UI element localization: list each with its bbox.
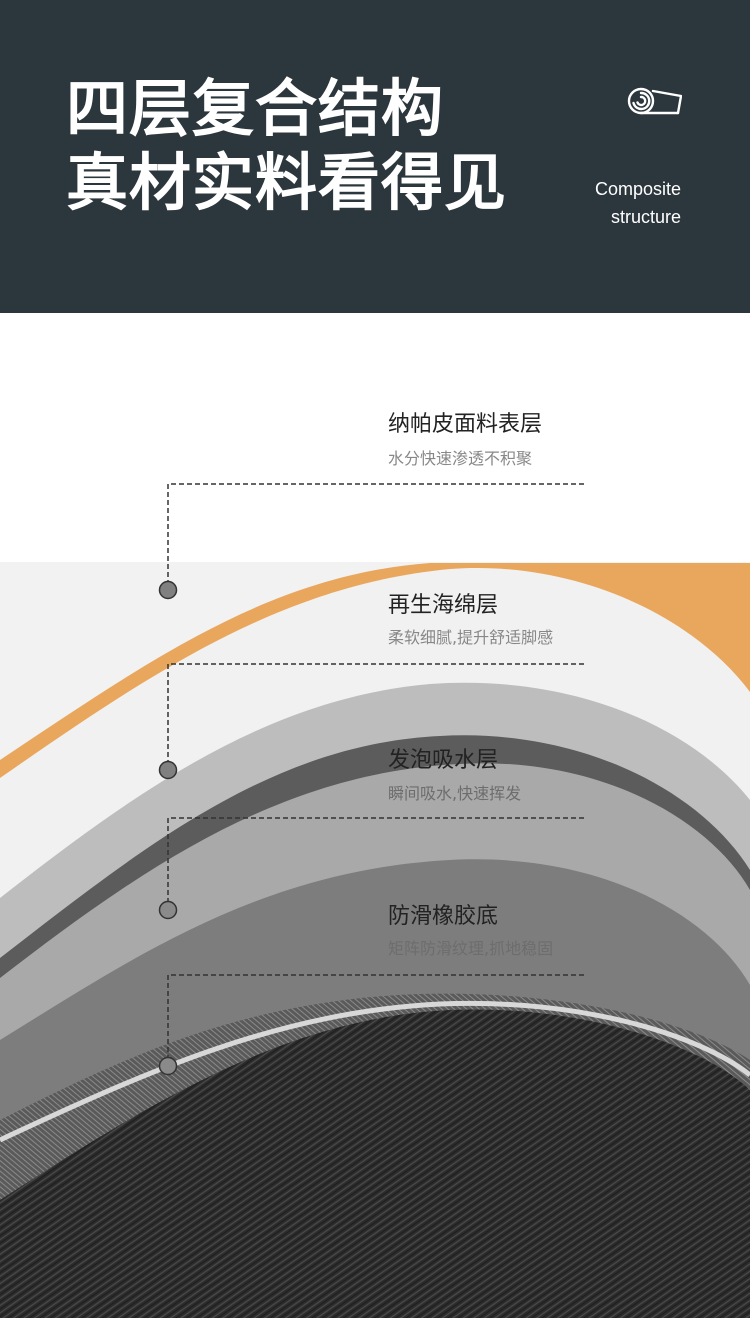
leader-line-rubber (167, 974, 584, 1058)
marker-dot-sponge (158, 760, 178, 780)
layer-title-rubber: 防滑橡胶底 (388, 904, 499, 929)
layer-desc-rubber: 矩阵防滑纹理,抓地稳固 (388, 939, 554, 958)
layer-desc-sponge: 柔软细腻,提升舒适脚感 (388, 628, 554, 647)
marker-dot-leather (158, 580, 178, 600)
rubber-sole-texture (0, 1009, 750, 1318)
layer-title-sponge: 再生海绵层 (388, 593, 499, 618)
layer-title-leather: 纳帕皮面料表层 (388, 412, 543, 437)
layer-cross-section (0, 483, 750, 1318)
subtitle-line-1: Composite (594, 179, 681, 199)
layer-title-foam: 发泡吸水层 (388, 748, 499, 773)
leader-line-foam (167, 817, 584, 902)
layer-desc-foam: 瞬间吸水,快速挥发 (388, 784, 522, 803)
headline-line-2: 真材实料看得见 (66, 146, 508, 219)
marker-dot-foam (158, 900, 178, 920)
header-banner (0, 0, 750, 313)
rubber-sole-highlight (0, 1000, 750, 1143)
subtitle-line-2: structure (610, 207, 681, 227)
headline-line-1: 四层复合结构 (66, 72, 445, 145)
leader-line-sponge (167, 663, 584, 762)
layer-desc-leather: 水分快速渗透不积聚 (388, 449, 533, 468)
marker-dot-rubber (158, 1056, 178, 1076)
material-roll-icon (627, 87, 682, 115)
leader-line-leather (167, 483, 584, 582)
